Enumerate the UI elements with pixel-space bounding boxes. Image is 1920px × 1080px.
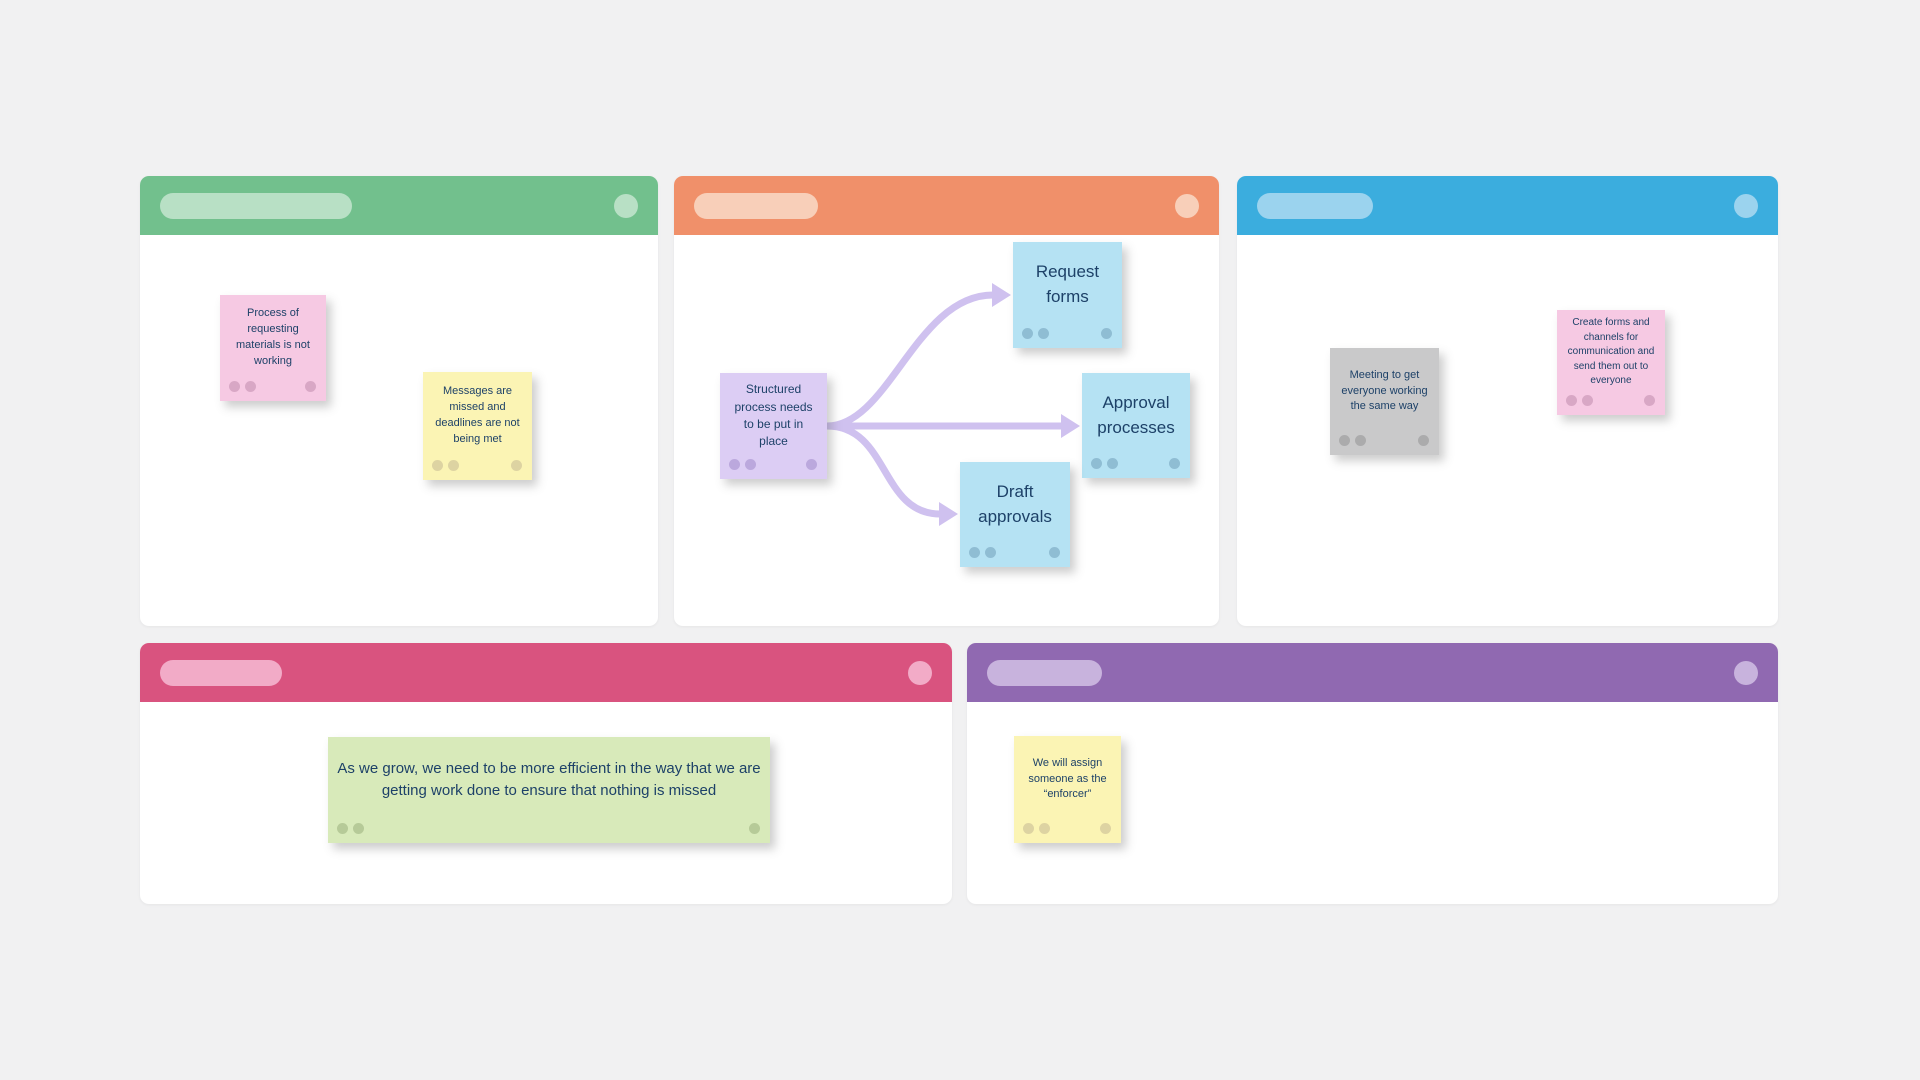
collaborator-dot-icon [1418,435,1429,446]
collaborator-dot-icon [985,547,996,558]
section-title-placeholder[interactable] [160,659,282,686]
section-title-placeholder[interactable] [1257,192,1373,219]
section-header-green [140,176,658,235]
collaborator-dot-icon [1022,328,1033,339]
sticky-text: Structured process needs to be put in pl… [734,382,813,449]
section-title-placeholder[interactable] [694,192,818,219]
sticky-text: Messages are missed and deadlines are no… [435,385,520,445]
section-header-orange [674,176,1219,235]
sticky-text: Create forms and channels for communicat… [1567,317,1655,387]
sticky-note[interactable]: Request forms [1013,242,1122,348]
collaborator-dots [969,547,1060,558]
collaborator-dots [1023,823,1111,834]
collaborator-dots [1566,395,1655,406]
section-title-placeholder[interactable] [160,192,352,219]
collaborator-dot-icon [1038,328,1049,339]
collaborator-dot-icon [806,459,817,470]
collaborator-dot-icon [1355,435,1366,446]
section-body [140,235,658,626]
collaborator-dot-icon [749,823,760,834]
sticky-note[interactable]: Messages are missed and deadlines are no… [423,372,532,480]
collaborator-dot-icon [1582,395,1593,406]
section-menu-circle[interactable] [614,193,638,218]
collaborator-dot-icon [1091,458,1102,469]
collaborator-dot-icon [1107,458,1118,469]
sticky-text: Meeting to get everyone working the same… [1341,368,1428,413]
sticky-text: Process of requesting materials is not w… [236,307,310,367]
section-panel-orange: Structured process needs to be put in pl… [674,176,1219,626]
sticky-note[interactable]: Create forms and channels for communicat… [1557,310,1665,415]
collaborator-dots [337,823,760,834]
collaborator-dots [1022,328,1112,339]
sticky-note[interactable]: Draft approvals [960,462,1070,567]
collaborator-dots [432,460,522,471]
collaborator-dots [229,381,316,392]
collaborator-dot-icon [1100,823,1111,834]
section-panel-pink: As we grow, we need to be more efficient… [140,643,952,904]
collaborator-dot-icon [729,459,740,470]
section-menu-circle[interactable] [908,660,932,685]
collaborator-dot-icon [1566,395,1577,406]
section-panel-green: Process of requesting materials is not w… [140,176,658,626]
collaborator-dot-icon [353,823,364,834]
sticky-text: Request forms [1035,262,1100,306]
section-header-blue [1237,176,1778,235]
section-title-placeholder[interactable] [987,659,1102,686]
collaborator-dot-icon [1023,823,1034,834]
collaborator-dot-icon [511,460,522,471]
collaborator-dot-icon [305,381,316,392]
collaborator-dot-icon [1049,547,1060,558]
sticky-text: We will assign someone as the “enforcer” [1028,756,1107,801]
collaborator-dot-icon [245,381,256,392]
collaborator-dots [1339,435,1429,446]
sticky-note[interactable]: As we grow, we need to be more efficient… [328,737,770,843]
section-body [1237,235,1778,626]
sticky-note[interactable]: Structured process needs to be put in pl… [720,373,827,479]
sticky-text: Draft approvals [978,481,1052,526]
section-panel-blue: Meeting to get everyone working the same… [1237,176,1778,626]
section-menu-circle[interactable] [1175,193,1199,218]
section-menu-circle[interactable] [1734,660,1758,685]
collaborator-dot-icon [337,823,348,834]
collaborator-dot-icon [1644,395,1655,406]
collaborator-dot-icon [745,459,756,470]
collaborator-dots [1091,458,1180,469]
collaborator-dot-icon [1039,823,1050,834]
collaborator-dots [729,459,817,470]
sticky-note[interactable]: We will assign someone as the “enforcer” [1014,736,1121,843]
sticky-note[interactable]: Process of requesting materials is not w… [220,295,326,401]
sticky-text: As we grow, we need to be more efficient… [337,760,761,799]
collaborator-dot-icon [448,460,459,471]
section-header-purple [967,643,1778,702]
collaborator-dot-icon [432,460,443,471]
section-header-pink [140,643,952,702]
sticky-text: Approval processes [1097,392,1175,437]
sticky-note[interactable]: Approval processes [1082,373,1190,478]
collaborator-dot-icon [1101,328,1112,339]
collaborator-dot-icon [969,547,980,558]
collaborator-dot-icon [1169,458,1180,469]
section-menu-circle[interactable] [1734,193,1758,218]
collaborator-dot-icon [229,381,240,392]
collaborator-dot-icon [1339,435,1350,446]
sticky-note[interactable]: Meeting to get everyone working the same… [1330,348,1439,455]
section-panel-purple: We will assign someone as the “enforcer” [967,643,1778,904]
